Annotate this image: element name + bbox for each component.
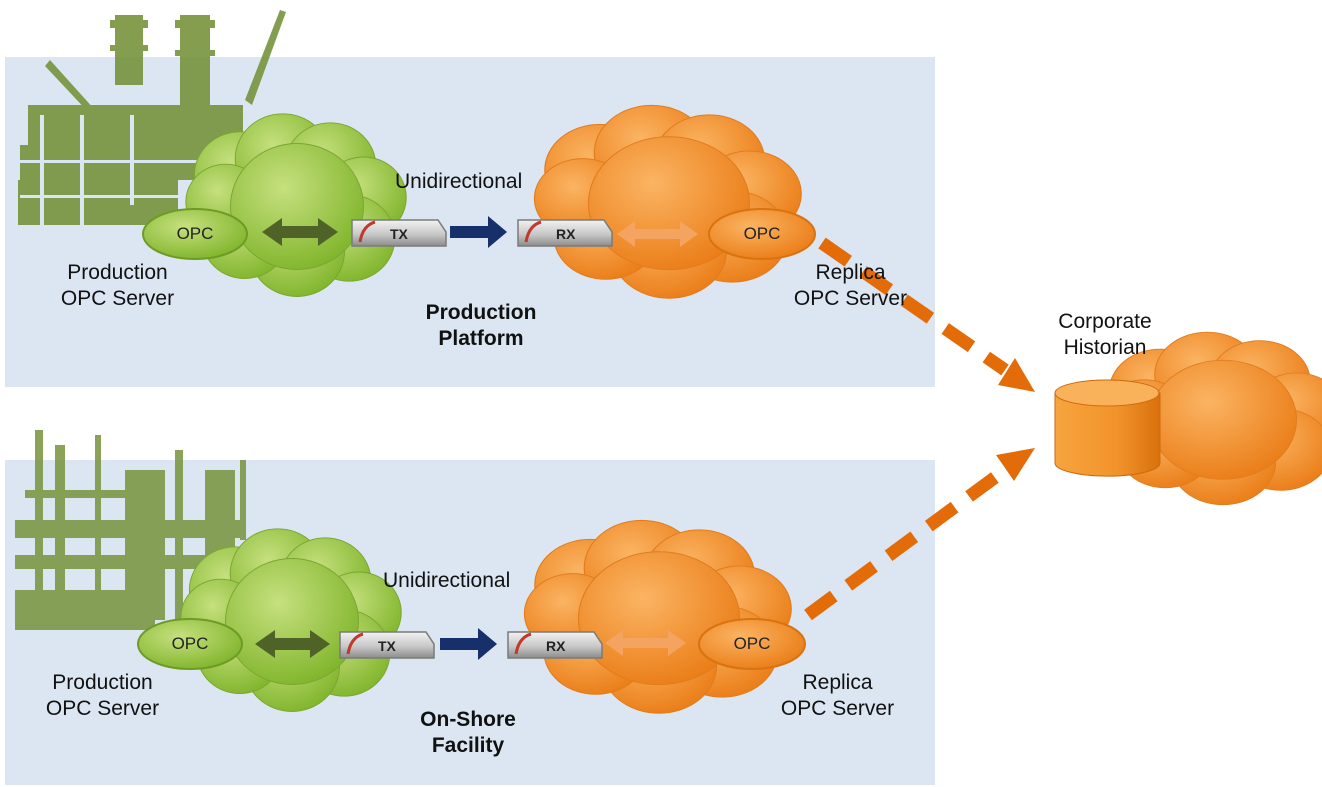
- orange-cloud-bottom: [523, 519, 792, 714]
- data-diode-tx-icon-top[interactable]: [351, 219, 447, 247]
- opc-label-replica-top: OPC: [743, 224, 781, 243]
- unidirectional-label-bottom: Unidirectional: [383, 569, 511, 592]
- green-bidirectional-arrow-bottom: [255, 630, 330, 658]
- unidirectional-arrow-top: [450, 216, 507, 248]
- orange-cloud-top: [533, 104, 802, 299]
- tx-label-top: TX: [390, 226, 408, 242]
- site-title-production-platform: Production Platform: [425, 301, 537, 350]
- replica-server-label-bottom: Replica OPC Server: [780, 671, 895, 720]
- data-diode-rx-icon-top[interactable]: [517, 219, 613, 247]
- production-server-label-bottom: Production OPC Server: [45, 671, 160, 720]
- tx-label-bottom: TX: [378, 638, 396, 654]
- database-cylinder-icon[interactable]: [1054, 379, 1161, 477]
- unidirectional-arrow-bottom: [440, 628, 497, 660]
- dashed-arrow-bottom-to-historian: [804, 448, 1035, 621]
- opc-node-production-top[interactable]: [142, 208, 248, 260]
- opc-label-production-top: OPC: [176, 224, 214, 243]
- dashed-arrow-top-to-historian: [818, 237, 1035, 392]
- orange-bidirectional-arrow-bottom: [605, 630, 686, 656]
- unidirectional-label-top: Unidirectional: [395, 170, 523, 193]
- green-cloud-top: [185, 113, 407, 297]
- orange-bidirectional-arrow-top: [617, 221, 698, 247]
- rx-label-bottom: RX: [546, 638, 566, 654]
- green-cloud-bottom: [180, 528, 402, 712]
- production-server-label-top: Production OPC Server: [60, 261, 175, 310]
- refinery-silhouette: [15, 430, 246, 630]
- opc-label-replica-bottom: OPC: [733, 634, 771, 653]
- data-diode-tx-icon-bottom[interactable]: [339, 631, 435, 659]
- opc-label-production-bottom: OPC: [171, 634, 209, 653]
- corporate-historian-label: Corporate Historian: [1058, 310, 1152, 359]
- data-diode-rx-icon-bottom[interactable]: [507, 631, 603, 659]
- replica-server-label-top: Replica OPC Server: [793, 261, 908, 310]
- site-title-onshore-facility: On-Shore Facility: [420, 708, 516, 757]
- offshore-platform-silhouette: [18, 10, 286, 225]
- green-bidirectional-arrow-top: [262, 218, 338, 246]
- rx-label-top: RX: [556, 226, 576, 242]
- opc-node-production-bottom[interactable]: [137, 618, 243, 670]
- opc-node-replica-bottom[interactable]: [698, 618, 806, 670]
- opc-node-replica-top[interactable]: [708, 208, 816, 260]
